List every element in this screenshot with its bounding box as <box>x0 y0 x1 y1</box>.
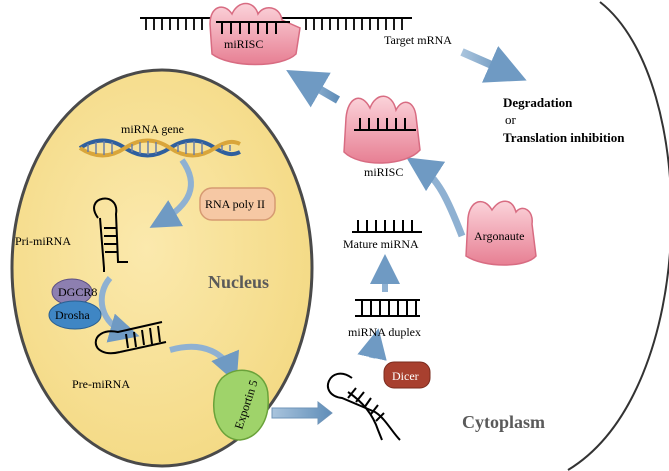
argonaute-label: Argonaute <box>474 229 524 243</box>
mirisc-complex-mid <box>343 95 421 164</box>
dicer-shape <box>383 361 431 389</box>
dna-helix-icon <box>78 138 241 158</box>
target-binding-arrow <box>286 69 341 108</box>
risc-assembly-arrow <box>406 157 466 238</box>
mirna-gene-label: miRNA gene <box>121 122 184 136</box>
rna-pol-ii-shape <box>199 187 276 221</box>
drosha-label: Drosha <box>55 308 90 322</box>
cytoplasm-label: Cytoplasm <box>462 412 545 432</box>
mirna-duplex-icon <box>355 299 420 317</box>
nuclear-export-block-arrow <box>271 400 333 426</box>
target-mrna-label: Target mRNA <box>384 33 452 47</box>
mirisc-top-label: miRISC <box>224 37 263 51</box>
cell-membrane <box>567 1 669 471</box>
dicer-label: Dicer <box>392 369 419 383</box>
transcription-arrow <box>149 158 194 228</box>
rna-pol-ii-label: RNA poly II <box>205 197 265 211</box>
drosha-shape <box>48 300 102 330</box>
translation-inhibition-label: Translation inhibition <box>503 130 625 145</box>
mirisc-mid-label: miRISC <box>364 165 403 179</box>
processing-arrow <box>98 276 140 343</box>
exportin-5-shape: Exportin 5 <box>213 369 269 441</box>
pri-mirna-label: Pri-miRNA <box>15 234 71 248</box>
nucleus-label: Nucleus <box>208 272 269 292</box>
degradation-label: Degradation <box>503 95 573 110</box>
dgcr8-label: DGCR8 <box>58 285 97 299</box>
argonaute-shape <box>465 200 537 266</box>
export-arrow <box>169 343 240 384</box>
cytoplasmic-pre-mirna-icon <box>326 372 401 441</box>
mirisc-complex-top <box>209 2 301 66</box>
outcome-arrow <box>460 46 527 83</box>
pri-mirna-hairpin-icon <box>93 197 128 272</box>
or-label: or <box>505 112 517 127</box>
pre-mirna-hairpin-icon <box>94 321 167 355</box>
mirna-duplex-label: miRNA duplex <box>348 325 421 339</box>
pre-mirna-label: Pre-miRNA <box>72 377 130 391</box>
target-mrna-ticks <box>145 18 403 30</box>
mature-mirna-label: Mature miRNA <box>343 237 419 251</box>
mature-mirna-icon <box>352 220 422 233</box>
dicer-cleavage-arrow <box>357 328 387 361</box>
